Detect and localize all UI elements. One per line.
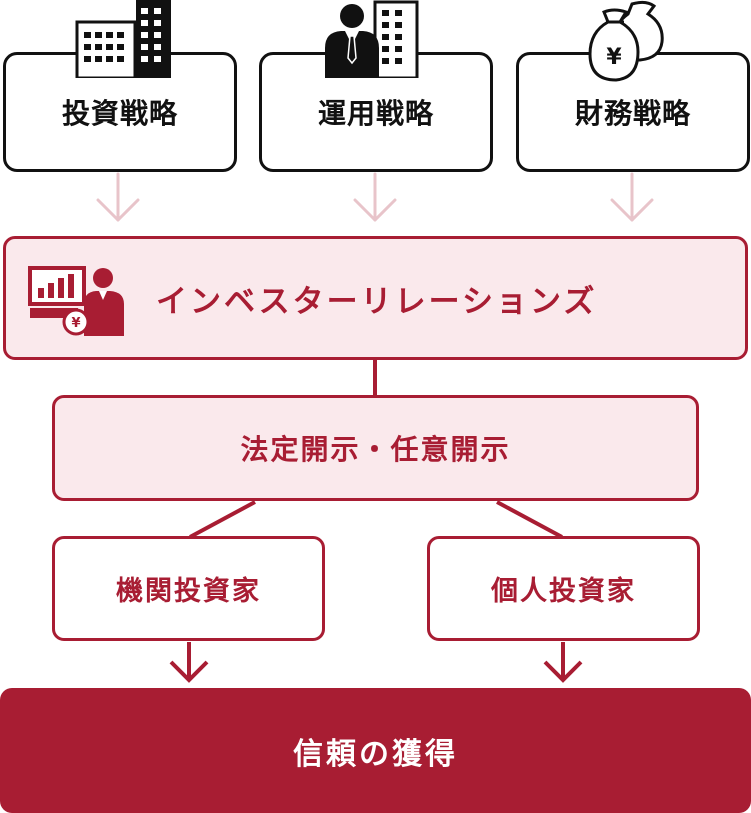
investor-label: 機関投資家 [116, 576, 261, 607]
strategy-label: 財務戦略 [574, 97, 691, 130]
institutional-investors-box: 機関投資家 [52, 536, 325, 641]
strategy-label: 投資戦略 [61, 97, 178, 130]
businessman-building-icon [325, 0, 419, 78]
individual-investors-box: 個人投資家 [427, 536, 700, 641]
svg-text:¥: ¥ [71, 316, 80, 331]
investor-relations-box: インベスターリレーションズ [3, 236, 748, 360]
arrowhead-strategy-3 [610, 198, 654, 222]
connector-disclosure-institutional [189, 500, 256, 539]
arrowhead-strategy-1 [96, 198, 140, 222]
strategy-label: 運用戦略 [317, 97, 434, 130]
svg-text:¥: ¥ [606, 45, 622, 70]
investor-label: 個人投資家 [491, 576, 636, 607]
arrowhead-institutional-outcome [169, 660, 209, 683]
yen-money-bag-icon: ¥ [588, 0, 664, 82]
disclosure-box: 法定開示・任意開示 [52, 395, 699, 501]
connector-disclosure-individual [496, 500, 563, 539]
investor-relations-label: インベスターリレーションズ [156, 283, 598, 320]
ir-presentation-icon: ¥ [28, 266, 124, 336]
outcome-label: 信頼の獲得 [293, 736, 458, 772]
trust-outcome-box: 信頼の獲得 [0, 688, 751, 813]
disclosure-label: 法定開示・任意開示 [240, 433, 511, 466]
arrowhead-strategy-2 [353, 198, 397, 222]
strategy-box-investment: 投資戦略 [3, 52, 237, 172]
arrowhead-individual-outcome [543, 660, 583, 683]
office-building-icon [75, 0, 171, 78]
